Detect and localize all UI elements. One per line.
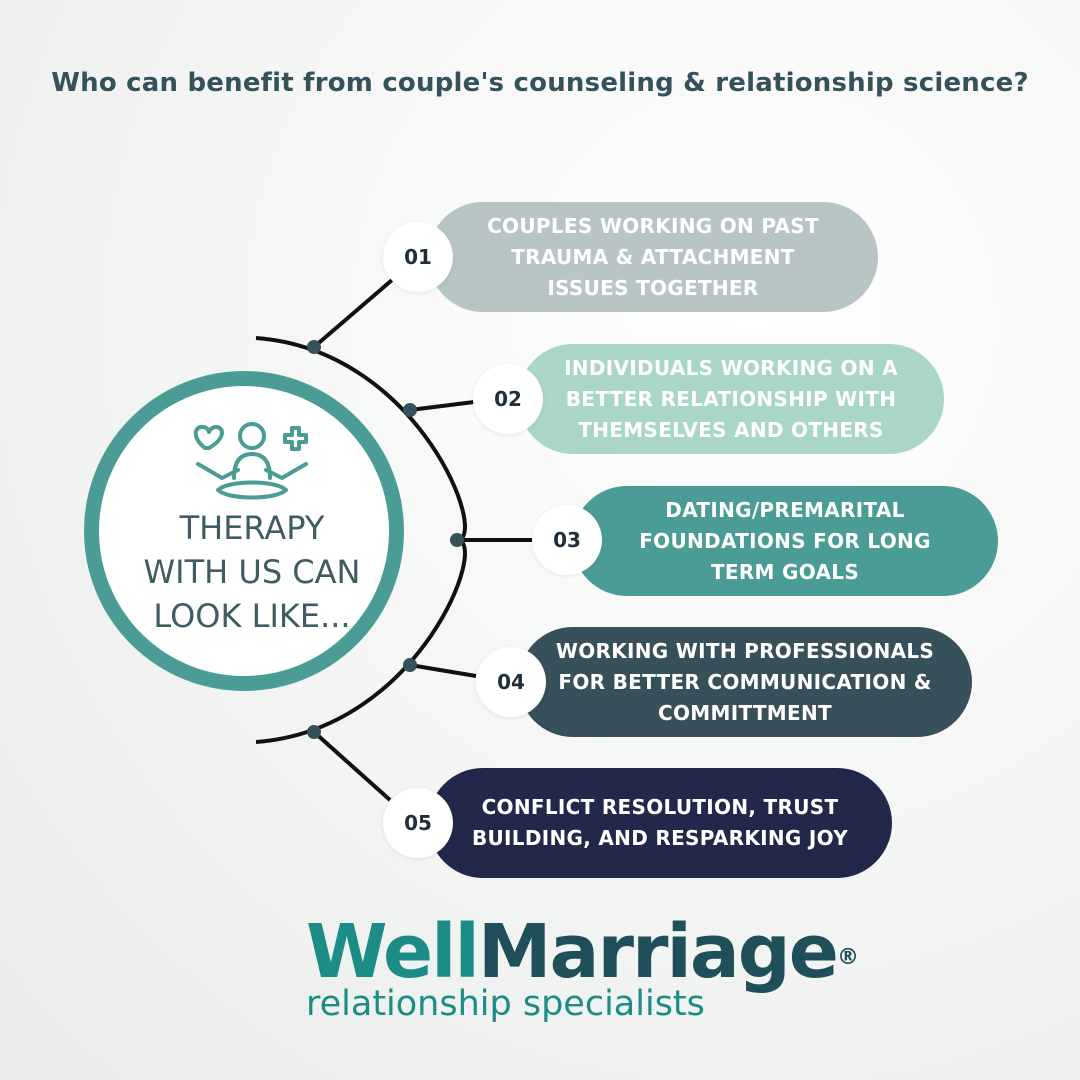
item-line: DATING/PREMARITAL — [665, 497, 905, 522]
item-line: COUPLES WORKING ON PAST — [487, 213, 819, 238]
connector-dot-01 — [307, 340, 321, 354]
hub-caption: THERAPY WITH US CAN LOOK LIKE... — [104, 506, 400, 638]
item-line: INDIVIDUALS WORKING ON A — [564, 355, 898, 380]
logo-tagline: relationship specialists — [306, 984, 705, 1024]
connector-dot-04 — [403, 658, 417, 672]
item-line: BETTER RELATIONSHIP WITH — [565, 386, 897, 411]
item-line: FOUNDATIONS FOR LONG — [639, 528, 931, 553]
item-line: COMMITTMENT — [658, 700, 832, 725]
item-pill-01: COUPLES WORKING ON PAST TRAUMA & ATTACHM… — [428, 202, 878, 312]
item-pill-04: WORKING WITH PROFESSIONALS FOR BETTER CO… — [518, 627, 972, 737]
meditation-heart-plus-icon — [193, 422, 308, 500]
connector-line-05 — [312, 730, 392, 802]
item-line: ISSUES TOGETHER — [547, 275, 759, 300]
item-number-03: 03 — [532, 505, 602, 575]
item-line: BUILDING, AND RESPARKING JOY — [471, 826, 849, 850]
wellmarriage-logo: WellMarriage® relationship specialists — [306, 909, 859, 1024]
hub-line: WITH US CAN — [143, 553, 361, 591]
logo-word-well: Well — [306, 909, 480, 995]
item-line: CONFLICT RESOLUTION, TRUST — [481, 795, 839, 819]
item-line: WORKING WITH PROFESSIONALS — [555, 638, 935, 663]
logo-word-marriage: Marriage — [477, 909, 839, 995]
connector-line-04 — [409, 663, 477, 678]
item-number-04: 04 — [476, 647, 546, 717]
hub-line: THERAPY — [179, 509, 325, 547]
item-line: THEMSELVES AND OTHERS — [578, 417, 884, 442]
item-line: TERM GOALS — [710, 559, 860, 584]
item-pill-05: CONFLICT RESOLUTION, TRUST BUILDING, AND… — [428, 768, 892, 878]
connector-dot-02 — [403, 403, 417, 417]
connector-dot-03 — [450, 533, 464, 547]
registered-mark: ® — [836, 945, 859, 970]
page-title: Who can benefit from couple's counseling… — [51, 68, 1029, 98]
connector-line-02 — [409, 400, 475, 412]
item-pill-02: INDIVIDUALS WORKING ON A BETTER RELATION… — [518, 344, 944, 454]
item-line: TRAUMA & ATTACHMENT — [511, 244, 795, 269]
connector-line-01 — [312, 278, 394, 349]
item-number-02: 02 — [473, 364, 543, 434]
logo-wordmark: WellMarriage® — [306, 909, 859, 995]
item-number-05: 05 — [383, 788, 453, 858]
item-pill-03: DATING/PREMARITAL FOUNDATIONS FOR LONG T… — [572, 486, 998, 596]
item-number-01: 01 — [383, 222, 453, 292]
item-line: FOR BETTER COMMUNICATION & — [558, 669, 932, 694]
hub-line: LOOK LIKE... — [153, 597, 351, 635]
connector-dot-05 — [307, 725, 321, 739]
